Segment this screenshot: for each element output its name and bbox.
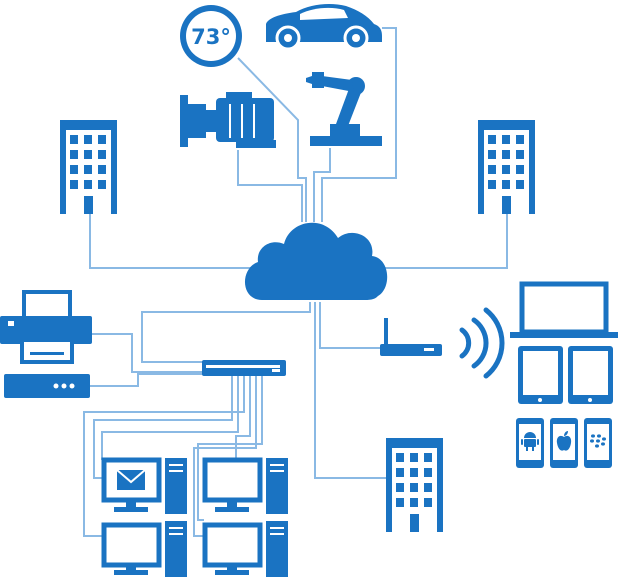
connector-pc-3 [83, 376, 245, 537]
blackberry-icon [590, 434, 606, 448]
smartphone-icon [584, 418, 612, 468]
connector-building-right [384, 214, 508, 269]
tablet-icon [518, 346, 563, 404]
connector-pc-1 [93, 376, 233, 479]
connector-switch [141, 302, 311, 363]
thermostat-icon: 73° [180, 5, 242, 67]
connector-storage [90, 373, 204, 387]
connector-thermostat [237, 57, 307, 222]
tower-case-icon [266, 458, 288, 514]
car-icon [266, 4, 382, 51]
connector-robot [313, 148, 331, 222]
connector-printer [92, 333, 204, 373]
cloud-icon [244, 222, 388, 300]
wireless-signal-icon [459, 307, 505, 379]
connector-car [321, 27, 397, 222]
connector-pc-2 [101, 376, 239, 460]
office-building-icon [386, 438, 443, 532]
connector-pump [237, 150, 303, 222]
connector-lines [83, 27, 508, 537]
tower-case-icon [266, 521, 288, 577]
smartphone-icon [550, 418, 578, 468]
apple-icon [556, 431, 572, 451]
connector-pc-5 [193, 376, 257, 537]
connector-building-left [89, 214, 252, 269]
android-icon [521, 432, 539, 451]
network-switch-icon [202, 360, 286, 376]
pump-motor-icon [180, 92, 276, 148]
connector-pc-6 [197, 376, 263, 521]
wifi-router-icon [380, 318, 442, 356]
thermostat-reading: 73° [191, 25, 231, 49]
smartphone-icon [516, 418, 544, 468]
laptop-icon [510, 281, 618, 338]
desktop-computer-icon [101, 522, 162, 575]
tower-case-icon [165, 458, 187, 514]
office-building-icon [60, 120, 117, 214]
storage-device-icon [4, 374, 90, 398]
connector-building-bottom [314, 302, 386, 479]
robot-arm-icon [306, 72, 382, 146]
tablet-icon [568, 346, 613, 404]
tower-case-icon [165, 521, 187, 577]
office-building-icon [478, 120, 535, 214]
printer-icon [0, 290, 92, 364]
desktop-computer-icon [101, 457, 162, 512]
desktop-computer-icon [202, 457, 263, 512]
desktop-computer-icon [202, 522, 263, 575]
connector-router [319, 302, 382, 349]
email-icon [116, 469, 146, 490]
